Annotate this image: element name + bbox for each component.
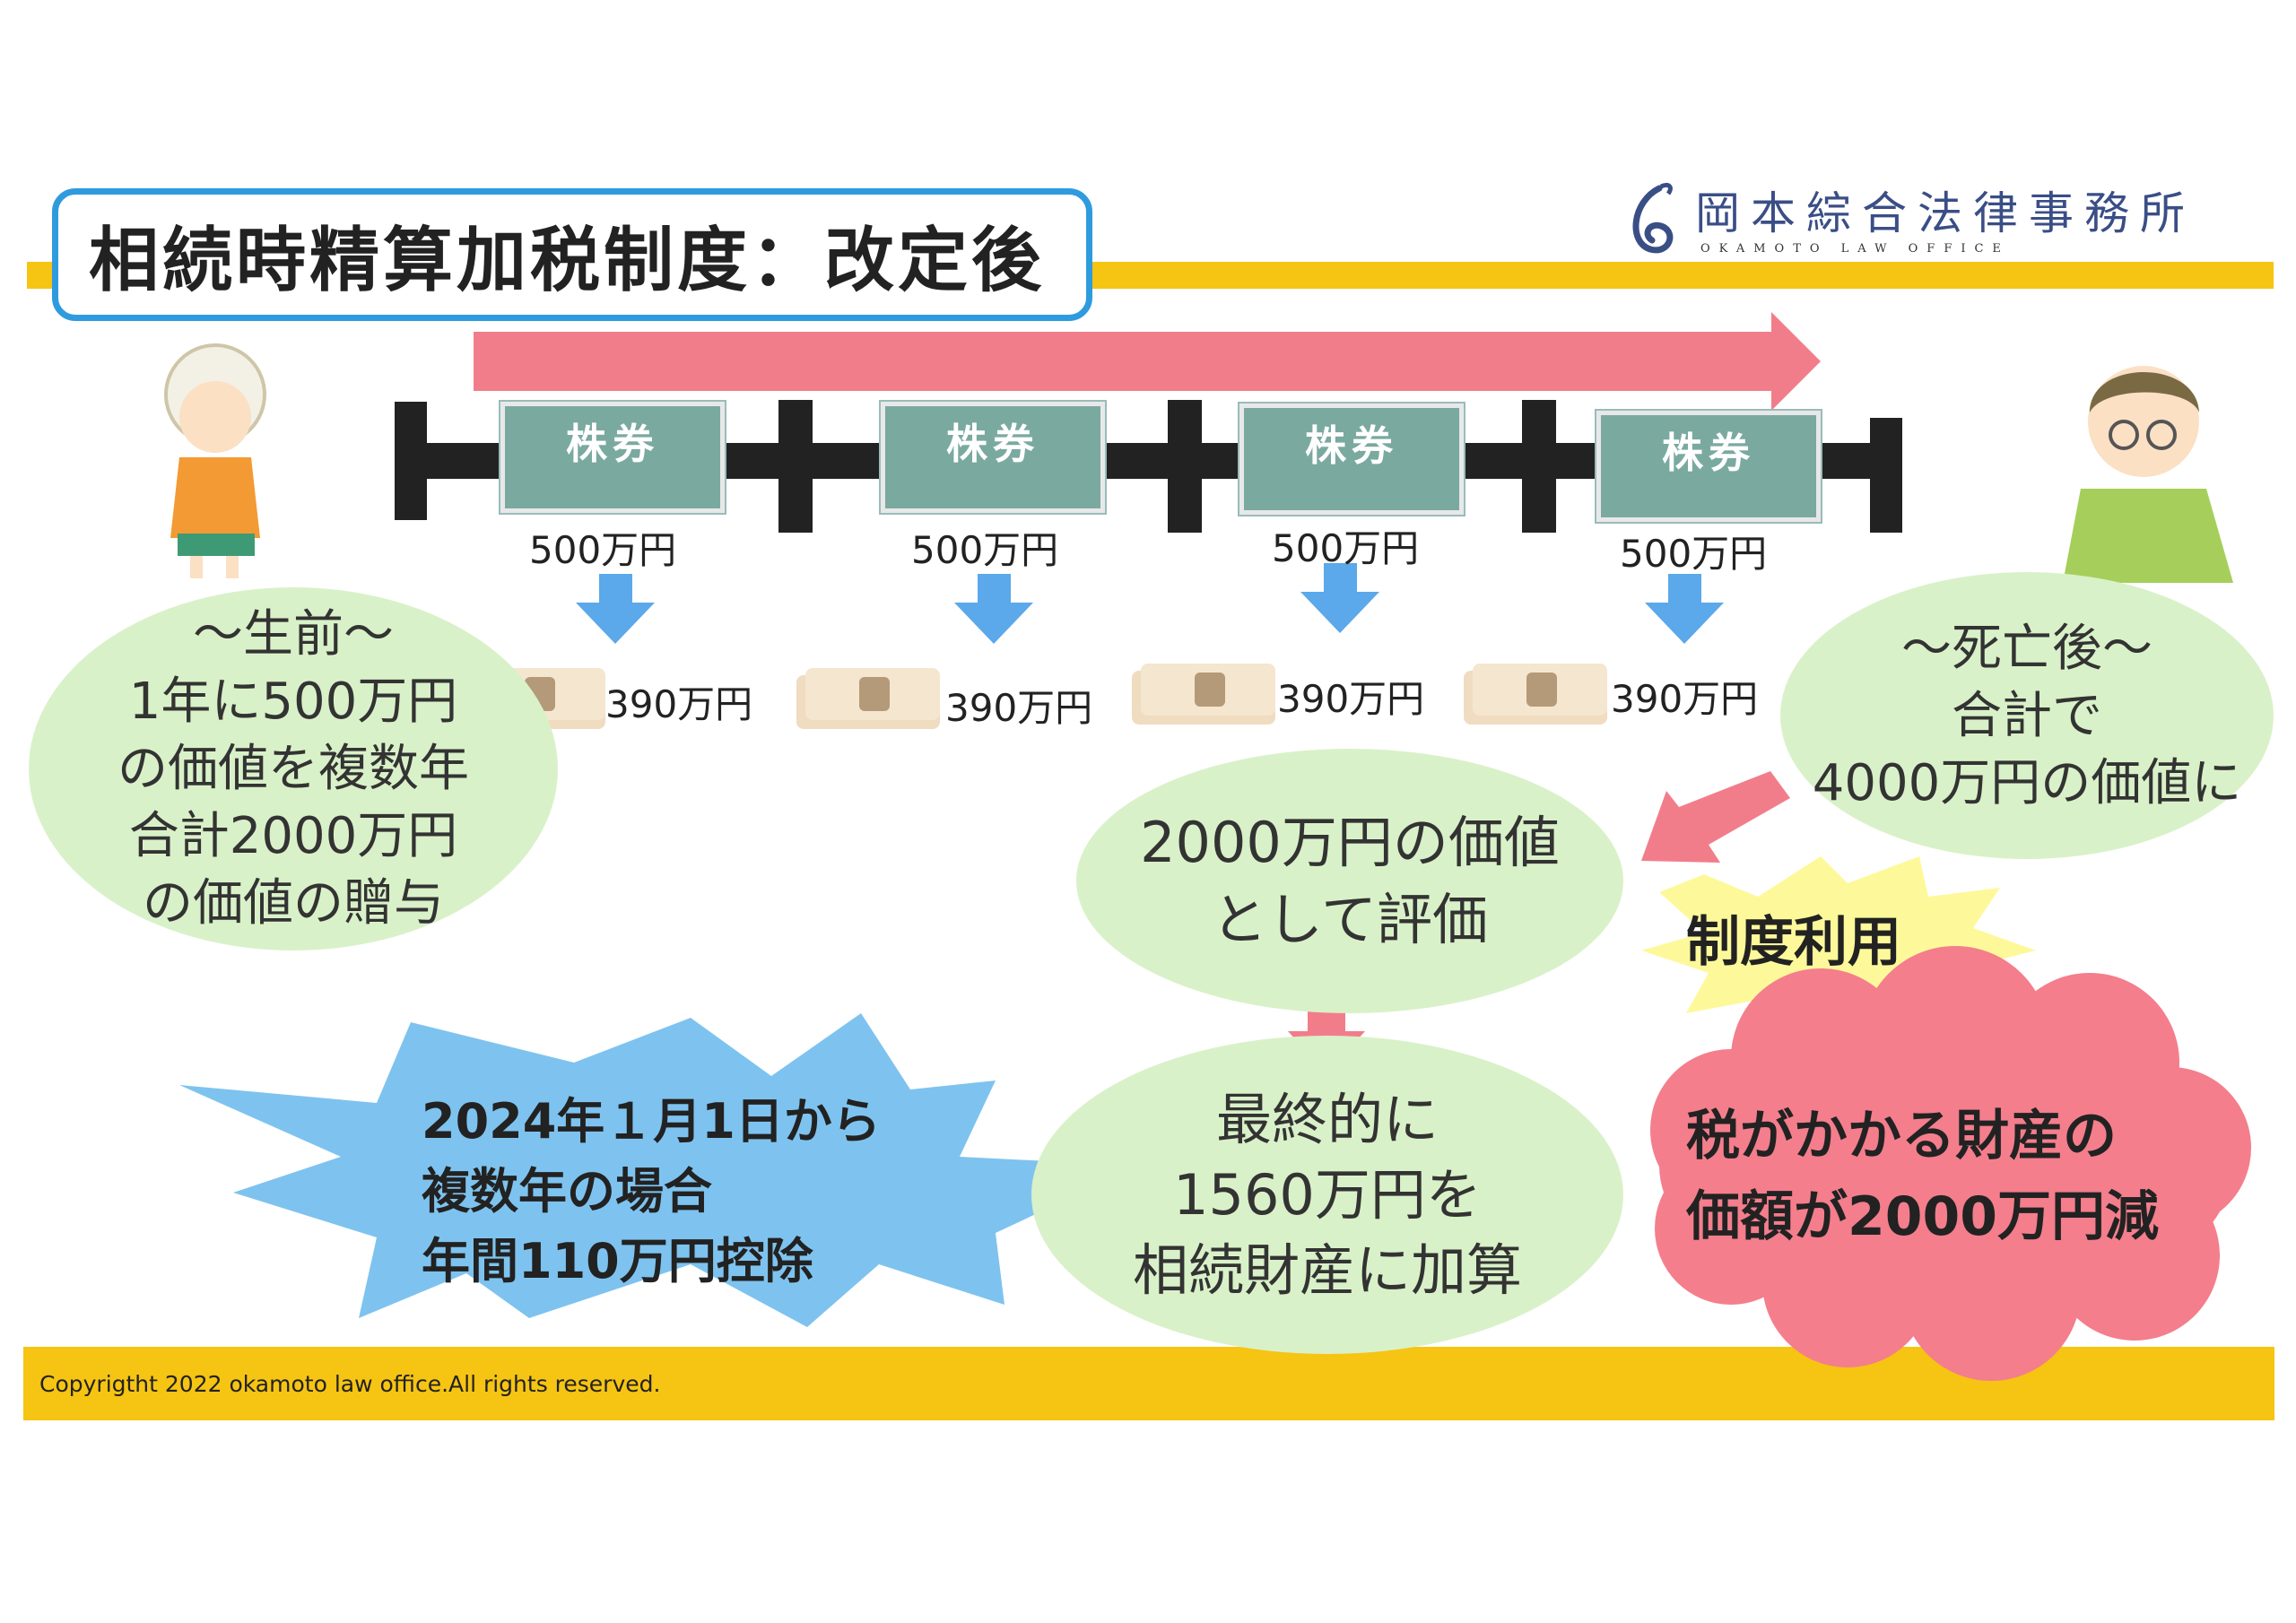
eval-value-4: 390万円 — [1611, 677, 1759, 721]
page-title-text: 相続時精算加税制度：改定後 — [89, 221, 1046, 301]
timeline-tick-1 — [778, 400, 813, 533]
logo-subtitle: OKAMOTO LAW OFFICE — [1700, 242, 2010, 256]
son-illustration — [2063, 366, 2233, 583]
gift-value-2: 500万円 — [911, 528, 1059, 572]
system-use-text: 制度利用 — [1686, 911, 1901, 974]
reduction-cloud — [1650, 946, 2251, 1381]
down-arrow-2 — [954, 574, 1033, 644]
after-death-line2: 4000万円の価値に — [1812, 753, 2242, 812]
eval-value-1: 390万円 — [605, 682, 753, 726]
gift-value-4: 500万円 — [1620, 532, 1768, 576]
diagonal-arrow — [1641, 771, 1790, 863]
bill-stack-4 — [1464, 664, 1607, 725]
final-line1: 最終的に — [1215, 1086, 1439, 1152]
stock-certificate-2: 株券 — [881, 402, 1105, 513]
down-arrows — [576, 563, 1724, 644]
deduction-line3: 年間110万円控除 — [422, 1233, 813, 1289]
down-arrow-1 — [576, 574, 655, 644]
grandmother-illustration — [164, 343, 266, 578]
reduction-text: 税がかかる財産の 価額が2000万円減 — [1686, 1096, 2159, 1257]
deduction-line2: 複数年の場合 — [422, 1163, 712, 1219]
gift-value-1: 500万円 — [529, 528, 677, 572]
before-death-line3: 合計2000万円 — [128, 807, 458, 865]
stock-certificate-3: 株券 — [1239, 404, 1464, 515]
down-arrow-4 — [1645, 574, 1724, 644]
bill-stack-2 — [796, 668, 940, 729]
logo-name: 岡本綜合法律事務所 — [1695, 187, 2196, 239]
stock-certificate-1: 株券 — [500, 402, 725, 513]
after-death-line1: 合計で — [1951, 686, 2102, 745]
copyright-text: Copyrigtht 2022 okamoto law office.All r… — [39, 1370, 661, 1397]
after-death-bubble: ～死亡後～ 合計で 4000万円の価値に — [1780, 572, 2274, 859]
eval-value-2: 390万円 — [945, 686, 1093, 730]
reduction-line2: 価額が2000万円減 — [1686, 1185, 2159, 1248]
logo-icon — [1632, 182, 1674, 254]
stock-label-4: 株券 — [1662, 429, 1755, 477]
timeline-tick-3 — [1522, 400, 1556, 533]
after-death-heading: ～死亡後～ — [1900, 619, 2152, 678]
valuation-line2: として評価 — [1211, 886, 1489, 952]
stock-certificate-4: 株券 — [1596, 411, 1821, 522]
final-bubble: 最終的に 1560万円を 相続財産に加算 — [1031, 1036, 1623, 1354]
timeline-cap-left — [395, 402, 427, 520]
valuation-line1: 2000万円の価値 — [1140, 809, 1560, 875]
reduction-line1: 税がかかる財産の — [1686, 1105, 2117, 1167]
deduction-text: 2024年１月1日から 複数年の場合 年間110万円控除 — [422, 1087, 881, 1297]
timeline-arrow-shape — [474, 312, 1821, 411]
before-death-line1: 1年に500万円 — [128, 673, 458, 731]
valuation-bubble: 2000万円の価値 として評価 — [1076, 749, 1623, 1013]
deduction-burst — [179, 1013, 1139, 1327]
footer-band: Copyrigtht 2022 okamoto law office.All r… — [23, 1347, 2274, 1420]
page-title: 相続時精算加税制度：改定後 — [52, 188, 1092, 321]
deduction-line1: 2024年１月1日から — [422, 1093, 881, 1150]
before-death-line2: の価値を複数年 — [117, 740, 469, 798]
stock-label-2: 株券 — [946, 420, 1039, 468]
stock-label-3: 株券 — [1305, 421, 1398, 470]
before-death-line4: の価値の贈与 — [143, 874, 444, 933]
before-death-heading: ～生前～ — [193, 605, 394, 664]
stock-label-1: 株券 — [566, 420, 659, 468]
gift-value-3: 500万円 — [1272, 526, 1420, 570]
eval-value-3: 390万円 — [1277, 677, 1425, 721]
timeline-cap-right — [1870, 418, 1902, 533]
final-line3: 相続財産に加算 — [1132, 1237, 1522, 1303]
down-arrow-3 — [1300, 563, 1379, 633]
bill-stack-3 — [1132, 664, 1275, 725]
before-death-bubble: ～生前～ 1年に500万円 の価値を複数年 合計2000万円 の価値の贈与 — [29, 587, 558, 950]
timeline-tick-2 — [1168, 400, 1202, 533]
final-line2: 1560万円を — [1173, 1161, 1482, 1228]
